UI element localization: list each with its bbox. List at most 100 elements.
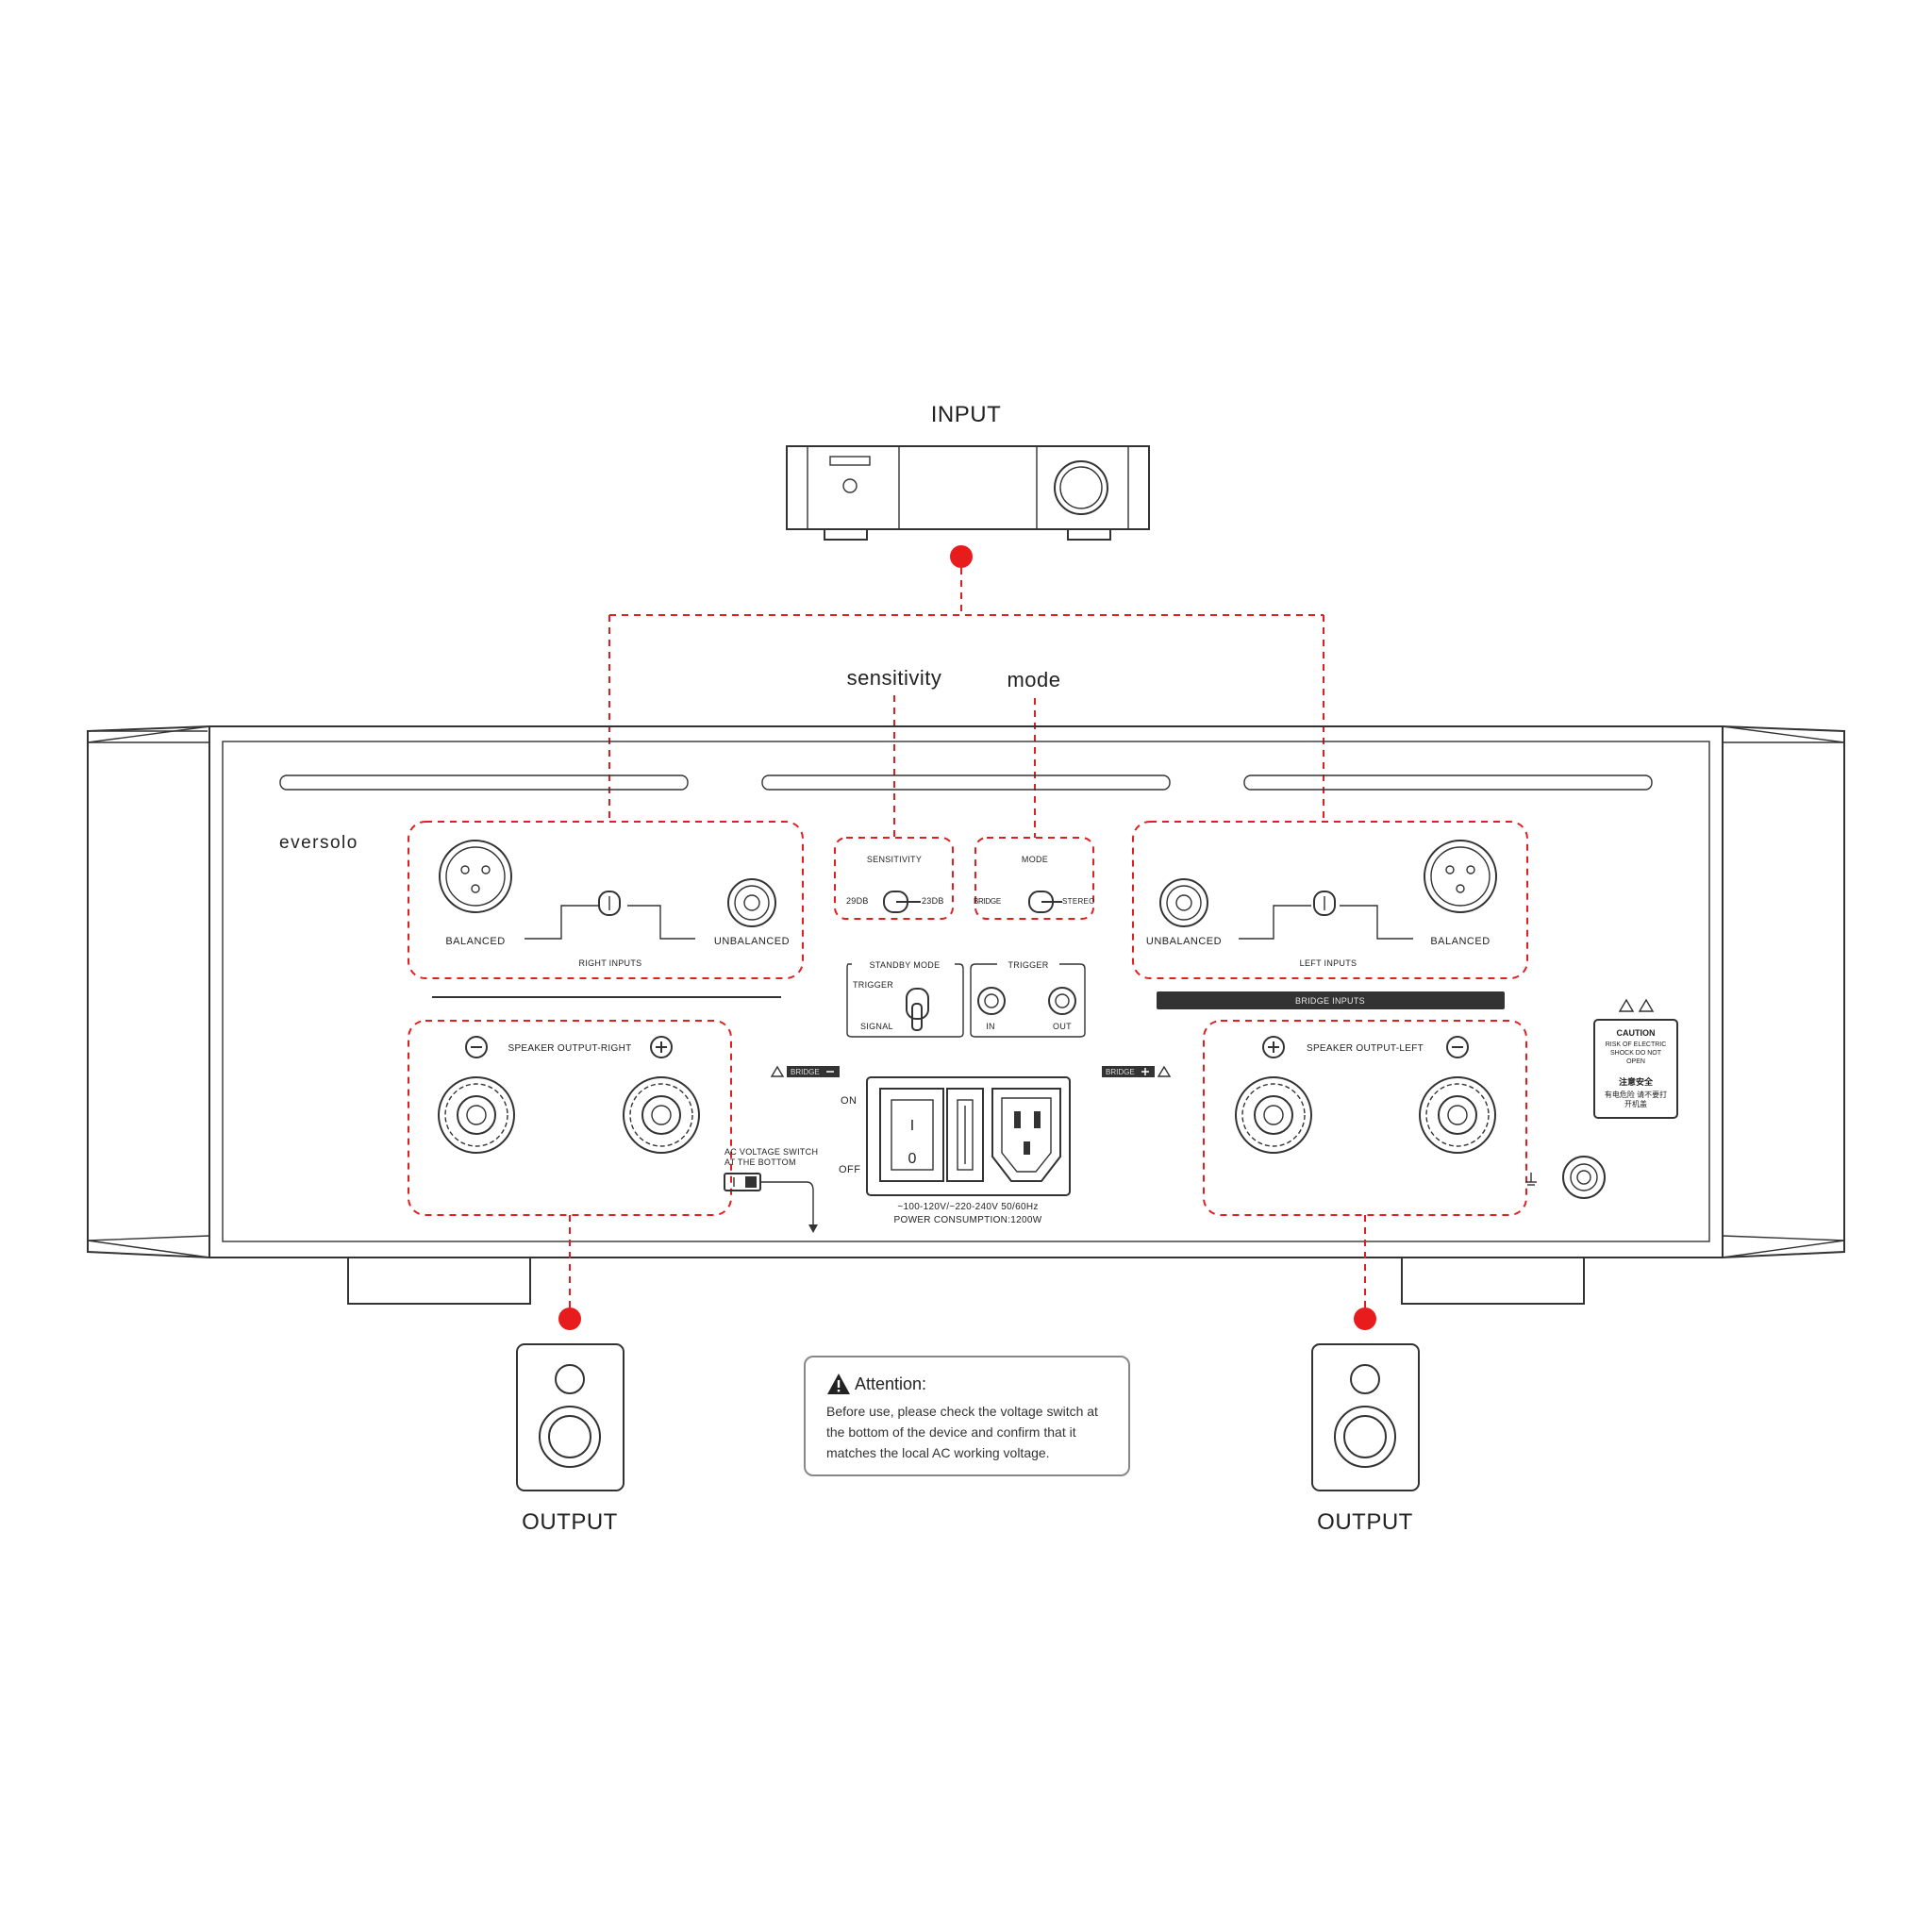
caution-line1: RISK OF ELECTRIC — [1606, 1041, 1667, 1048]
speaker-right-icon — [516, 1343, 625, 1491]
iec-power-socket[interactable] — [991, 1088, 1061, 1182]
standby-opt-signal: SIGNAL — [860, 1022, 893, 1031]
mode-callout: mode — [1007, 668, 1060, 691]
attention-heading: Attention: — [826, 1373, 1111, 1395]
left-plus-icon — [1262, 1036, 1285, 1058]
output-right-label: OUTPUT — [522, 1509, 618, 1535]
voltage-spec: ~100-120V/~220-240V 50/60Hz — [897, 1202, 1038, 1212]
sensitivity-highlight — [834, 837, 954, 920]
left-rca-unbalanced-input[interactable] — [1159, 878, 1208, 927]
left-speaker-terminal-negative[interactable] — [1419, 1076, 1496, 1154]
output-left-connection-dot — [1354, 1307, 1376, 1330]
right-balanced-label: BALANCED — [445, 936, 505, 947]
ac-switch-label-line1: AC VOLTAGE SWITCH — [724, 1147, 818, 1157]
caution-line3: OPEN — [1626, 1058, 1645, 1065]
sensitivity-callout: sensitivity — [847, 666, 942, 690]
right-xlr-balanced-input[interactable] — [439, 840, 512, 913]
trigger-in-label: IN — [986, 1022, 995, 1031]
left-xlr-balanced-input[interactable] — [1424, 840, 1497, 913]
power-off-label: OFF — [839, 1164, 861, 1175]
input-routing-lines — [608, 568, 1324, 821]
input-label: INPUT — [931, 402, 1002, 427]
right-inputs-highlight — [408, 821, 804, 979]
right-minus-icon — [465, 1036, 488, 1058]
trigger-panel: TRIGGER — [970, 960, 1086, 1038]
bridge-minus-marker: BRIDGE — [770, 1065, 840, 1077]
mode-highlight — [974, 837, 1094, 920]
sensitivity-toggle-switch[interactable] — [883, 891, 921, 913]
right-plus-icon — [650, 1036, 673, 1058]
attention-title: Attention: — [855, 1374, 927, 1393]
caution-label-box — [1593, 1019, 1678, 1119]
power-consumption-spec: POWER CONSUMPTION:1200W — [894, 1215, 1042, 1225]
fuse-holder[interactable] — [946, 1088, 984, 1182]
input-connection-dot — [950, 545, 973, 568]
attention-note: Attention: Before use, please check the … — [804, 1356, 1130, 1476]
ground-terminal[interactable] — [1562, 1156, 1606, 1199]
ac-voltage-switch[interactable] — [724, 1173, 761, 1191]
standby-opt-trigger: TRIGGER — [853, 980, 893, 990]
ac-switch-arrow-icon — [808, 1224, 818, 1233]
sensitivity-title: SENSITIVITY — [867, 855, 922, 864]
trigger-title: TRIGGER — [1008, 960, 1048, 970]
warning-triangle-icon — [827, 1374, 850, 1394]
mode-opt-stereo: STEREO — [1062, 897, 1095, 906]
right-unbalanced-label: UNBALANCED — [714, 936, 790, 947]
power-switch[interactable]: I 0 — [879, 1088, 944, 1182]
svg-text:BRIDGE: BRIDGE — [1106, 1068, 1135, 1076]
caution-line2: SHOCK DO NOT — [1610, 1050, 1662, 1057]
ac-switch-arrow-line — [760, 1181, 814, 1229]
caution-title: CAUTION — [1617, 1028, 1656, 1038]
mode-title: MODE — [1022, 855, 1048, 864]
output-left-label: OUTPUT — [1317, 1509, 1413, 1535]
svg-text:BRIDGE: BRIDGE — [791, 1068, 820, 1076]
right-rca-unbalanced-input[interactable] — [727, 878, 776, 927]
left-minus-icon — [1446, 1036, 1469, 1058]
input-source-device — [786, 445, 1150, 541]
svg-text:I: I — [910, 1118, 914, 1134]
source-volume-knob-icon — [1054, 460, 1108, 515]
left-unbalanced-label: UNBALANCED — [1146, 936, 1222, 947]
right-input-selector-switch[interactable] — [525, 891, 695, 940]
bridge-plus-marker: BRIDGE — [1102, 1065, 1172, 1077]
brand-logo: eversolo — [279, 833, 358, 853]
left-input-selector-switch[interactable] — [1239, 891, 1413, 940]
trigger-out-label: OUT — [1053, 1022, 1072, 1031]
speaker-output-left-highlight — [1203, 1020, 1527, 1216]
left-balanced-label: BALANCED — [1430, 936, 1490, 947]
left-inputs-group-label: LEFT INPUTS — [1300, 958, 1357, 968]
standby-mode-title: STANDBY MODE — [870, 960, 941, 970]
standby-mode-panel: STANDBY MODE TRIGGER SIGNAL — [846, 960, 964, 1038]
trigger-out-jack[interactable] — [1048, 987, 1076, 1015]
output-right-connection-dot — [558, 1307, 581, 1330]
speaker-left-icon — [1311, 1343, 1420, 1491]
source-power-button-icon — [842, 478, 858, 493]
power-inlet-panel — [866, 1076, 1071, 1196]
source-logo-badge — [829, 456, 871, 466]
right-speaker-terminal-negative[interactable] — [438, 1076, 515, 1154]
left-inputs-highlight — [1132, 821, 1528, 979]
caution-cn-line2: 开机盖 — [1624, 1099, 1647, 1108]
power-on-label: ON — [841, 1095, 858, 1107]
speaker-output-right-highlight — [408, 1020, 732, 1216]
mode-toggle-switch[interactable] — [1028, 891, 1062, 913]
speaker-output-left-label: SPEAKER OUTPUT-LEFT — [1307, 1043, 1424, 1054]
right-inputs-group-label: RIGHT INPUTS — [579, 958, 642, 968]
speaker-output-right-label: SPEAKER OUTPUT-RIGHT — [508, 1043, 631, 1054]
svg-text:0: 0 — [908, 1151, 917, 1167]
caution-cn-line1: 有电危险 请不要打 — [1605, 1090, 1667, 1099]
sensitivity-opt-29db: 29DB — [846, 896, 869, 906]
ac-switch-label-line2: AT THE BOTTOM — [724, 1158, 796, 1167]
sensitivity-opt-23db: 23DB — [922, 896, 944, 906]
standby-mode-switch[interactable] — [906, 988, 929, 1031]
warning-triangle-icon — [1618, 998, 1655, 1012]
trigger-in-jack[interactable] — [977, 987, 1006, 1015]
left-speaker-terminal-positive[interactable] — [1235, 1076, 1312, 1154]
amplifier-chassis — [87, 724, 1845, 1305]
mode-opt-bridge: BRIDGE — [974, 897, 1001, 906]
right-speaker-terminal-positive[interactable] — [623, 1076, 700, 1154]
bridge-inputs-bar — [1157, 991, 1505, 1009]
ground-symbol-icon — [1525, 1173, 1537, 1186]
attention-body: Before use, please check the voltage swi… — [826, 1404, 1098, 1460]
